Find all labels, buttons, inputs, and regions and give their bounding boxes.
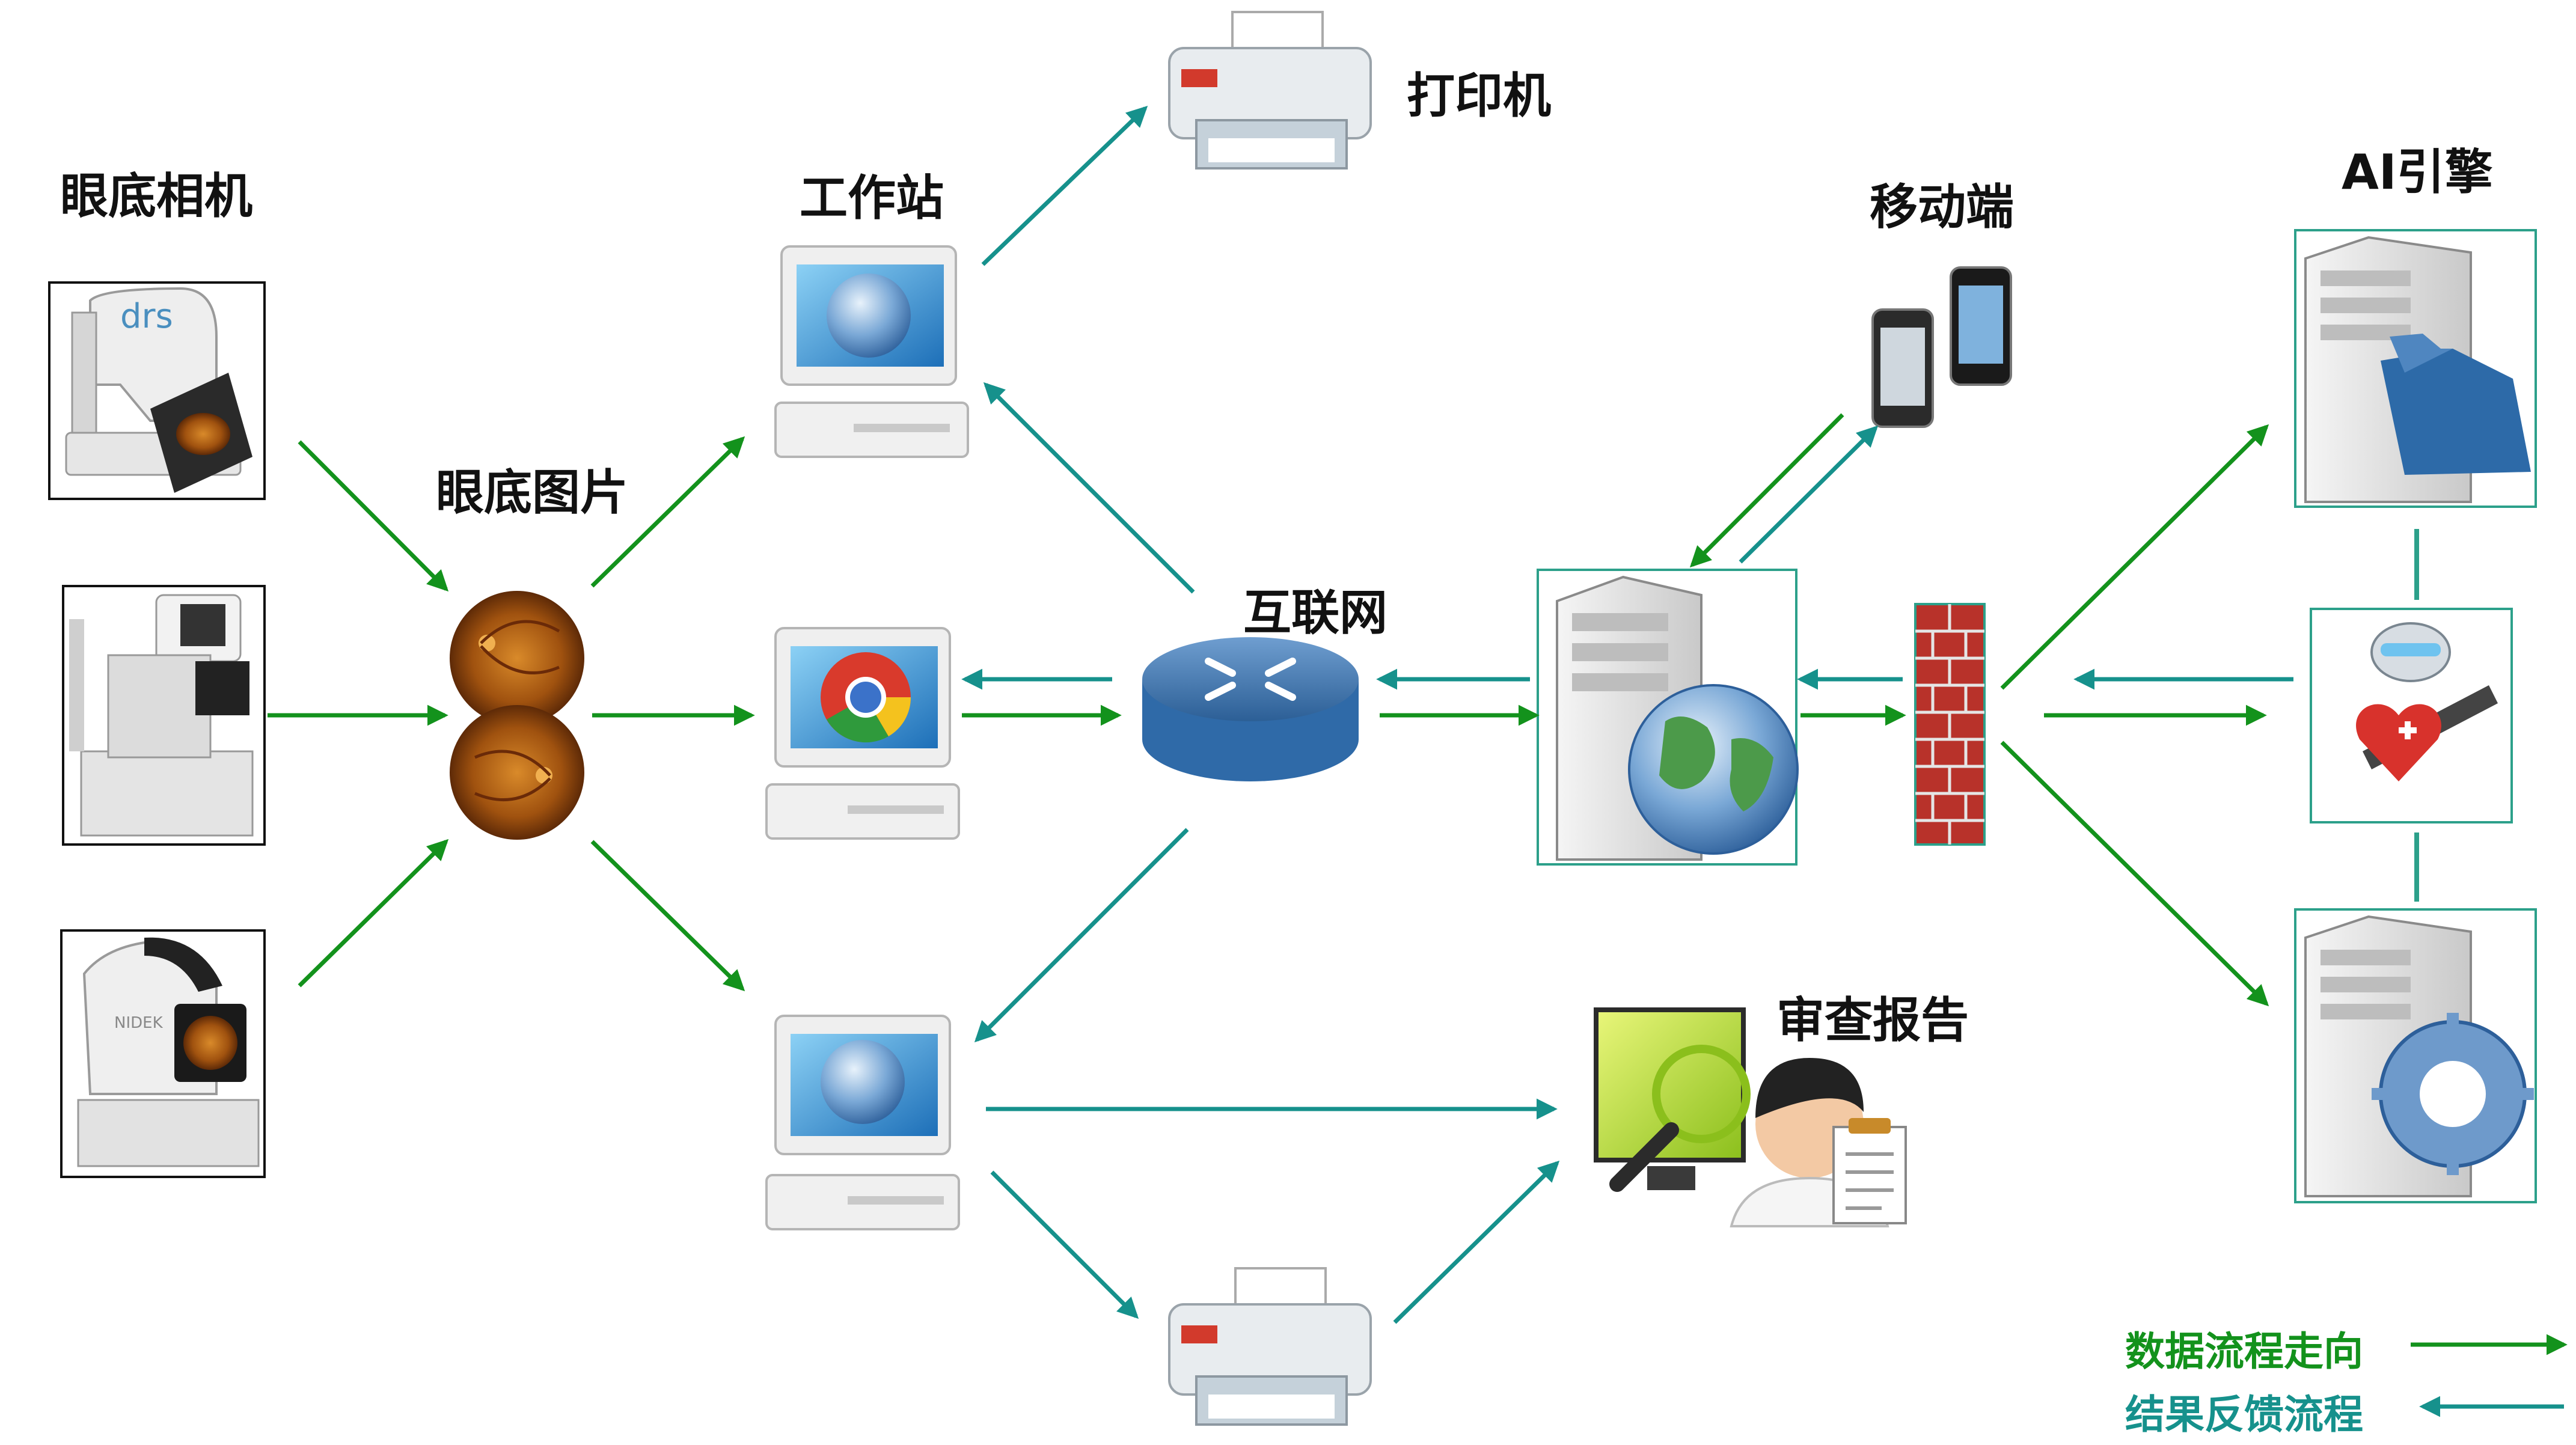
printer-bottom xyxy=(1168,1267,1372,1426)
fundus-camera-3: NIDEK xyxy=(60,929,266,1178)
label-review-report: 审查报告 xyxy=(1776,992,1969,1048)
fundus-camera-2 xyxy=(62,585,266,846)
data-flow-arrows xyxy=(268,413,2269,1007)
printer-top xyxy=(1168,11,1372,170)
label-fundus-camera: 眼底相机 xyxy=(60,168,252,224)
doctor-review-icon xyxy=(1594,1007,1907,1227)
ai-folder-server xyxy=(2294,229,2537,508)
fundus-image-pair xyxy=(450,591,584,840)
fundus-camera-1: drs xyxy=(48,281,266,500)
camera-brand-label: NIDEK xyxy=(114,1014,164,1032)
legend-feedback-flow: 结果反馈流程 xyxy=(2125,1392,2363,1438)
label-internet: 互联网 xyxy=(1243,585,1387,641)
chrome-logo-icon xyxy=(821,652,911,743)
legend-lines xyxy=(2411,1334,2568,1417)
workstation-2-browser xyxy=(765,627,960,840)
workstation-3 xyxy=(765,1015,960,1230)
label-ai-engine: AI引擎 xyxy=(2342,144,2493,200)
smartphone-icon xyxy=(1871,266,2012,428)
firewall-icon xyxy=(1914,603,1986,846)
label-printer: 打印机 xyxy=(1407,68,1551,124)
camera-brand-label: drs xyxy=(120,297,173,336)
legend-data-flow: 数据流程走向 xyxy=(2125,1328,2363,1375)
feedback-flow-arrows xyxy=(961,105,2293,1324)
workstation-1 xyxy=(774,245,969,458)
router-icon xyxy=(1142,637,1359,781)
label-workstation: 工作站 xyxy=(800,170,944,226)
label-fundus-image: 眼底图片 xyxy=(436,465,628,521)
label-mobile: 移动端 xyxy=(1870,179,2014,235)
web-server xyxy=(1537,569,1799,866)
ai-robot xyxy=(2310,608,2513,823)
ai-gear-server xyxy=(2294,908,2537,1203)
